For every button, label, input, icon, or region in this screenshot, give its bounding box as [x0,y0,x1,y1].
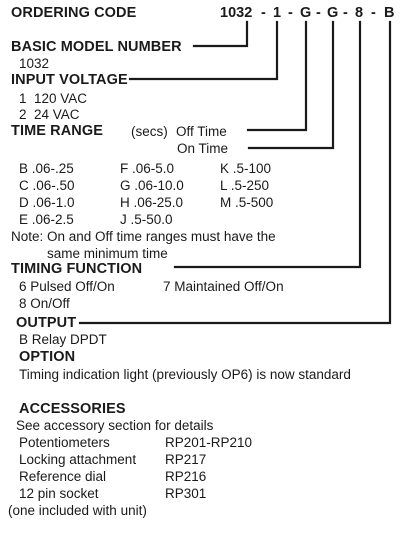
code-sep-1: - [261,5,266,21]
connector-voltage [128,20,279,81]
code-sep-2: - [288,5,293,21]
accessory-name: Reference dial [19,469,107,484]
basic-model-value: 1032 [19,56,50,71]
timing-option: 8 On/Off [19,296,70,311]
voltage-option-label: 24 VAC [34,107,80,122]
time-range-cell: B .06-.25 [19,161,74,176]
ordering-code-title: ORDERING CODE [11,5,137,21]
accessory-part: RP301 [165,486,207,501]
time-range-cell: L .5-250 [220,178,270,193]
input-voltage-heading: INPUT VOLTAGE [11,72,128,88]
accessory-name: Potentiometers [19,435,110,450]
accessories-heading: ACCESSORIES [19,401,126,417]
code-sep-4: - [343,5,348,21]
accessory-part: RP217 [165,452,207,467]
output-heading: OUTPUT [16,315,77,331]
code-on-time: G [327,5,339,21]
option-heading: OPTION [19,349,76,365]
time-range-heading: TIME RANGE [11,123,104,139]
code-voltage: 1 [273,5,282,21]
accessory-part: RP216 [165,469,207,484]
time-range-cell: F .06-5.0 [120,161,175,176]
connector-model [192,20,249,48]
code-function: 8 [355,5,364,21]
voltage-option-label: 120 VAC [34,91,88,106]
accessory-name: Locking attachment [19,452,137,467]
accessory-part: RP201-RP210 [165,435,253,450]
accessories-intro: See accessory section for details [16,418,214,433]
time-range-cell: K .5-100 [220,161,272,176]
time-range-cell: H .06-25.0 [120,195,184,210]
voltage-option-code: 2 [19,107,27,122]
connector-output [78,20,392,325]
time-range-unit: (secs) [131,124,168,139]
off-time-label: Off Time [176,124,227,139]
code-off-time: G [300,5,312,21]
timing-option: 7 Maintained Off/On [163,279,284,294]
on-time-label: On Time [177,141,229,156]
time-range-cell: D .06-1.0 [19,195,75,210]
accessory-name: 12 pin socket [19,486,99,501]
output-value: B Relay DPDT [19,332,107,347]
code-output: B [384,5,395,21]
code-sep-3: - [316,5,321,21]
voltage-option-code: 1 [19,91,27,106]
time-range-note: Note: On and Off time ranges must have t… [11,229,276,244]
timing-option: 6 Pulsed Off/On [19,279,115,294]
time-range-note-cont: same minimum time [47,246,168,261]
time-range-cell: M .5-500 [220,195,274,210]
accessories-footnote: (one included with unit) [8,503,147,518]
connector-off-time [246,20,308,132]
basic-model-heading: BASIC MODEL NUMBER [11,39,182,55]
timing-function-heading: TIMING FUNCTION [11,261,143,277]
time-range-cell: J .5-50.0 [120,212,173,227]
code-sep-5: - [371,5,376,21]
connector-function [173,20,362,269]
option-value: Timing indication light (previously OP6)… [19,367,351,382]
time-range-cell: G .06-10.0 [120,178,184,193]
time-range-cell: E .06-2.5 [19,212,74,227]
code-model: 1032 [220,5,253,21]
time-range-cell: C .06-.50 [19,178,75,193]
connector-on-time [247,20,335,150]
